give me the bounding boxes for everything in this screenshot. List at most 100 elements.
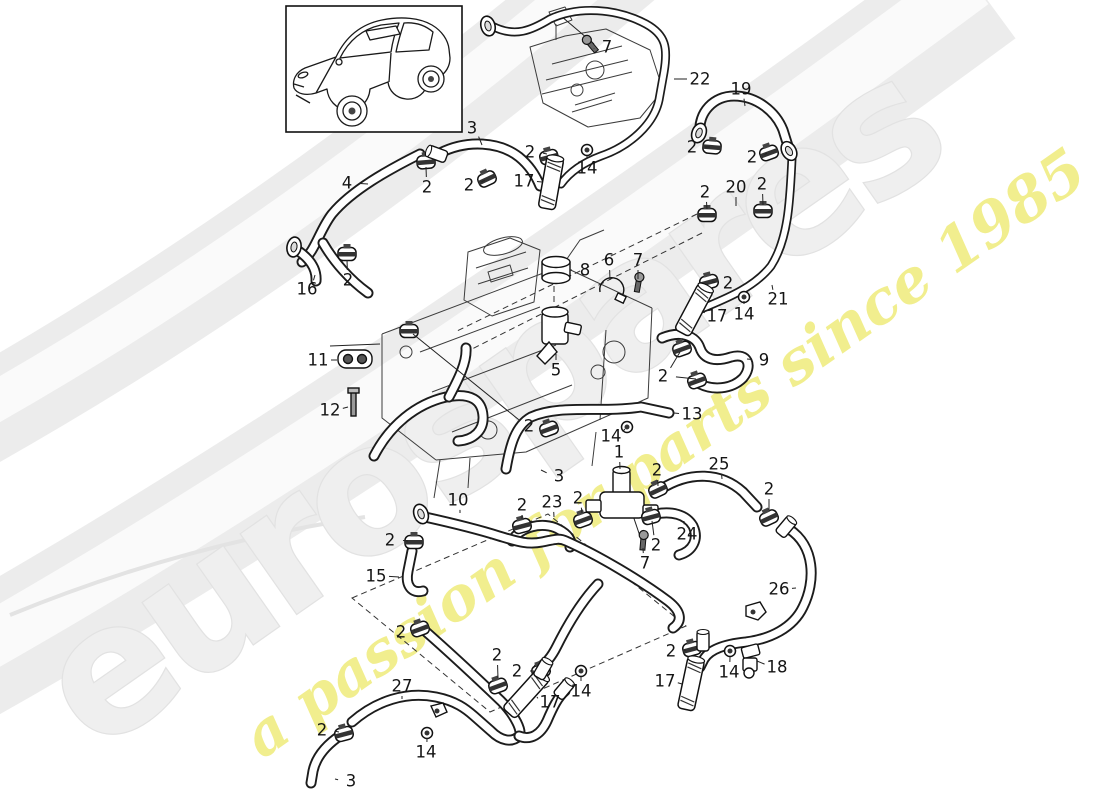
- callout-label-2: 2: [343, 271, 354, 290]
- callout-label-17: 17: [540, 693, 561, 712]
- callout-label-2: 2: [573, 489, 584, 508]
- nut-part-14: [737, 290, 751, 304]
- callout-label-14: 14: [577, 159, 598, 178]
- callout-label-23: 23: [542, 493, 563, 512]
- callout-label-17: 17: [514, 172, 535, 191]
- callout-label-7: 7: [602, 38, 613, 57]
- port-stub: [696, 628, 710, 652]
- callout-label-2: 2: [525, 143, 536, 162]
- bracket-clip-27: [430, 702, 448, 718]
- dashed-reference-lines: [351, 15, 703, 713]
- callout-label-8: 8: [580, 261, 591, 280]
- bolt-part-7: [633, 272, 645, 293]
- callout-label-24: 24: [677, 525, 698, 544]
- clamp-part-2: [671, 338, 693, 358]
- hose-part-17: [677, 655, 706, 712]
- clamp-part-2: [511, 515, 533, 535]
- callout-label-2: 2: [651, 536, 662, 555]
- callout-label-14: 14: [734, 305, 755, 324]
- bracket-part-11: [329, 343, 381, 369]
- callout-label-15: 15: [366, 567, 387, 586]
- callout-label-2: 2: [422, 178, 433, 197]
- callout-label-2: 2: [723, 274, 734, 293]
- callout-label-2: 2: [492, 646, 503, 665]
- callout-label-2: 2: [396, 623, 407, 642]
- port-stub: [553, 677, 576, 700]
- callout-label-2: 2: [524, 417, 535, 436]
- hose-end-flange: [690, 122, 708, 144]
- callout-label-14: 14: [571, 682, 592, 701]
- clamp-part-2: [409, 618, 431, 638]
- clamp-part-2: [572, 509, 594, 529]
- port-stub: [424, 144, 449, 163]
- callout-label-6: 6: [604, 251, 615, 270]
- small-parts-layer: [286, 15, 798, 743]
- callout-label-21: 21: [768, 290, 789, 309]
- callout-label-14: 14: [601, 427, 622, 446]
- clamp-part-2: [686, 370, 708, 390]
- callout-label-18: 18: [767, 658, 788, 677]
- callout-label-4: 4: [342, 174, 353, 193]
- callout-label-17: 17: [707, 307, 728, 326]
- callout-label-25: 25: [709, 455, 730, 474]
- bolt-part-7: [581, 34, 600, 54]
- hose-end-flange: [780, 140, 798, 162]
- callout-label-14: 14: [719, 663, 740, 682]
- callout-label-5: 5: [551, 361, 562, 380]
- clamp-part-2: [758, 507, 780, 527]
- callout-label-3: 3: [467, 119, 478, 138]
- clamp-part-2: [647, 479, 669, 499]
- hose-end-flange: [479, 15, 497, 37]
- callout-label-2: 2: [666, 642, 677, 661]
- clamp-part-2: [476, 168, 498, 188]
- bolt-part-7: [638, 529, 649, 551]
- callout-label-3: 3: [554, 467, 565, 486]
- hose-drawings: [291, 5, 817, 789]
- nut-part-14: [574, 664, 588, 678]
- port-stub: [533, 656, 554, 681]
- callout-label-2: 2: [747, 148, 758, 167]
- clip-part-6: [599, 277, 628, 305]
- callout-label-7: 7: [633, 251, 644, 270]
- callout-label-2: 2: [464, 176, 475, 195]
- nut-part-14: [580, 143, 594, 157]
- hose-end-flange: [412, 503, 430, 525]
- nut-part-14: [723, 644, 737, 658]
- callout-label-26: 26: [769, 580, 790, 599]
- bracket-clip-26: [745, 601, 767, 621]
- port-stub: [775, 515, 798, 538]
- callout-label-13: 13: [682, 405, 703, 424]
- watermark-swoosh: [0, 0, 1016, 715]
- callout-label-17: 17: [655, 672, 676, 691]
- callout-label-2: 2: [512, 662, 523, 681]
- callout-label-2: 2: [652, 461, 663, 480]
- clamp-part-2: [333, 723, 355, 743]
- watermark-brand-text: eurospares: [0, 20, 975, 789]
- callout-label-11: 11: [308, 351, 329, 370]
- callout-label-2: 2: [517, 496, 528, 515]
- callout-label-2: 2: [757, 175, 768, 194]
- callout-label-3: 3: [346, 772, 357, 791]
- callout-label-20: 20: [726, 178, 747, 197]
- callout-label-2: 2: [687, 138, 698, 157]
- callout-label-19: 19: [731, 80, 752, 99]
- clamp-part-2: [702, 136, 722, 155]
- clamp-part-2: [758, 142, 780, 162]
- callout-label-1: 1: [614, 443, 625, 462]
- callout-label-2: 2: [700, 183, 711, 202]
- callout-label-2: 2: [764, 480, 775, 499]
- hose-part-17: [537, 154, 565, 211]
- clamp-part-2: [487, 675, 509, 695]
- callout-label-9: 9: [759, 351, 770, 370]
- clamp-part-2: [538, 418, 560, 438]
- callout-label-27: 27: [392, 677, 413, 696]
- callout-label-2: 2: [317, 721, 328, 740]
- sleeve-part-8: [541, 255, 571, 285]
- valve-part-18: [740, 643, 761, 679]
- car-thumbnail: [285, 5, 463, 133]
- hose-part-17: [674, 282, 714, 337]
- callout-label-12: 12: [320, 401, 341, 420]
